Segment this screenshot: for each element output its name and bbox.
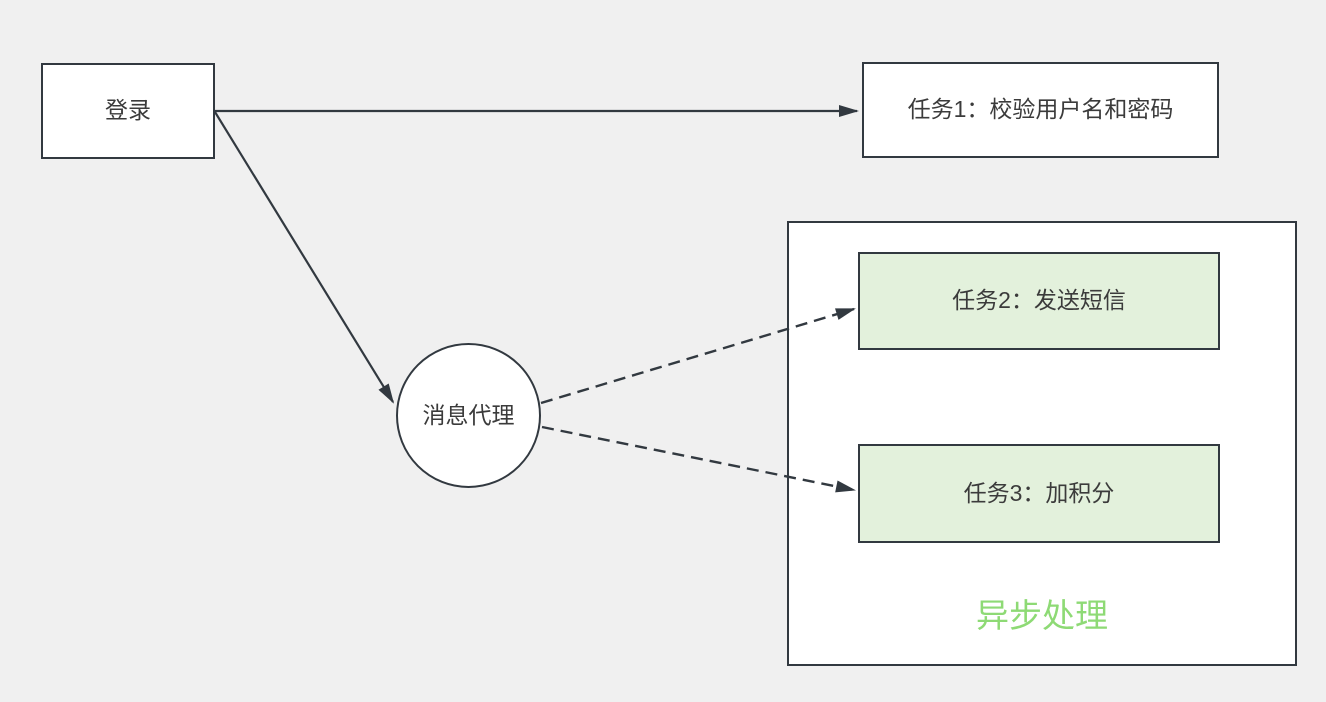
node-task3-label: 任务3：加积分 bbox=[963, 479, 1115, 506]
node-task1: 任务1：校验用户名和密码 bbox=[862, 62, 1219, 158]
node-message-broker: 消息代理 bbox=[396, 343, 541, 488]
node-task3: 任务3：加积分 bbox=[858, 444, 1220, 543]
node-login: 登录 bbox=[41, 63, 215, 159]
node-message-broker-label: 消息代理 bbox=[422, 401, 515, 428]
node-task2: 任务2：发送短信 bbox=[858, 252, 1220, 350]
node-login-label: 登录 bbox=[105, 97, 151, 124]
node-task1-label: 任务1：校验用户名和密码 bbox=[907, 96, 1174, 123]
node-task2-label: 任务2：发送短信 bbox=[952, 287, 1126, 314]
edge-login-broker bbox=[214, 111, 395, 404]
async-group-label: 异步处理 bbox=[976, 597, 1108, 634]
